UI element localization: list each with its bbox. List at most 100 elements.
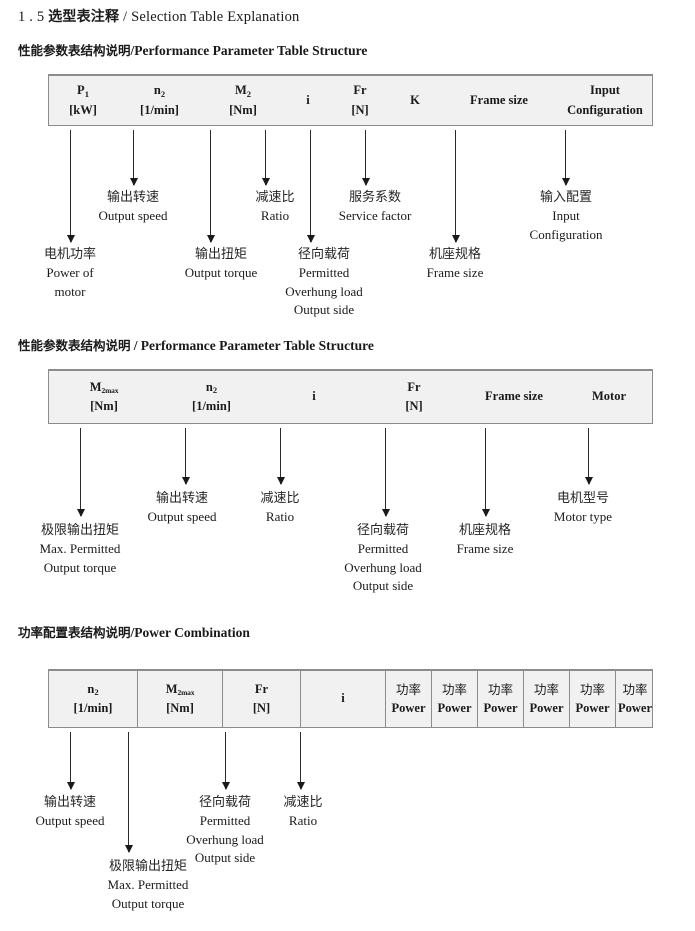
label-power-of-motor: 电机功率 Power of motor — [44, 246, 96, 301]
label-ratio-chinese: 减速比 — [255, 190, 295, 205]
table1-col-n2-symbol: n2 — [153, 83, 166, 99]
table3-col-n2: n2 [1/min] — [49, 671, 137, 727]
label-overhung-load-chinese: 径向载荷 — [297, 247, 350, 262]
arrow-output-speed — [133, 130, 134, 185]
label-power-of-motor-english-2: motor — [54, 283, 86, 299]
label-ratio-english: Ratio — [260, 208, 290, 224]
section-3-heading-english: Power Combination — [134, 625, 250, 640]
label-max-permitted-output-torque-english-1: Max. Permitted — [39, 541, 121, 557]
table1-col-n2: n2 [1/min] — [117, 76, 202, 125]
table2-col-n2-unit: [1/min] — [192, 399, 231, 413]
table3-col-power-2: 功率 Power — [431, 671, 477, 727]
arrow-output-speed-2 — [185, 428, 186, 484]
arrow-frame-size-2 — [485, 428, 486, 516]
table3-col-power-3: 功率 Power — [477, 671, 523, 727]
label-overhung-load-3: 径向载荷 Permitted Overhung load Output side — [186, 794, 264, 868]
label-ratio: 减速比 Ratio — [255, 189, 294, 226]
page-title: 1 . 5 选型表注释 / Selection Table Explanatio… — [18, 6, 300, 26]
label-frame-size-chinese: 机座规格 — [428, 247, 482, 262]
label-power-of-motor-chinese: 电机功率 — [43, 247, 97, 262]
label-overhung-load-3-english-2: Overhung load — [186, 831, 264, 847]
table3-col-power-6-chinese: 功率 — [622, 681, 648, 697]
section-3-heading: 功率配置表结构说明/Power Combination — [18, 622, 250, 641]
table3-col-power-2-chinese: 功率 — [441, 681, 467, 697]
table3-col-power-3-english: Power — [483, 701, 518, 715]
table1-col-m2-symbol: M2 — [234, 83, 252, 99]
label-frame-size-2: 机座规格 Frame size — [457, 522, 514, 559]
table1-col-p1-unit: [kW] — [69, 102, 97, 117]
section-1-heading-chinese: 性能参数表结构说明 — [18, 43, 131, 58]
table3-col-power-5-chinese: 功率 — [579, 681, 605, 697]
table2-col-i-symbol: i — [312, 389, 316, 404]
table2-col-motor: Motor — [564, 371, 654, 423]
table1-col-m2: M2 [Nm] — [202, 76, 284, 125]
table3-col-n2-subscript: 2 — [94, 687, 99, 698]
label-max-permitted-output-torque-3-chinese: 极限输出扭矩 — [108, 859, 188, 874]
label-max-permitted-output-torque-english-2: Output torque — [43, 559, 117, 575]
arrow-ratio — [265, 130, 266, 185]
label-overhung-load-2-english-2: Overhung load — [344, 559, 422, 575]
label-motor-type: 电机型号 Motor type — [554, 490, 612, 527]
table1-col-k: K — [388, 76, 442, 125]
table2-col-fr-unit: [N] — [405, 399, 423, 413]
table1-col-frame-size: Frame size — [442, 76, 556, 125]
label-max-permitted-output-torque-chinese: 极限输出扭矩 — [40, 523, 120, 538]
label-output-speed-2-chinese: 输出转速 — [155, 491, 208, 506]
performance-parameter-table-1: P1 [kW] n2 [1/min] M2 [Nm] i Fr [N] K Fr… — [48, 74, 653, 126]
table1-col-input-configuration-symbol: Input — [590, 83, 620, 98]
label-output-speed-english: Output speed — [98, 208, 168, 224]
table3-col-power-4: 功率 Power — [523, 671, 569, 727]
table1-col-input-configuration: Input Configuration — [556, 76, 654, 125]
label-overhung-load-3-english-3: Output side — [194, 850, 256, 866]
label-motor-type-chinese: 电机型号 — [556, 491, 610, 506]
table1-col-frame-size-symbol: Frame size — [470, 92, 528, 107]
arrow-max-permitted-output-torque-3 — [128, 732, 129, 852]
label-ratio-3-chinese: 减速比 — [283, 795, 323, 810]
table3-col-i: i — [300, 671, 385, 727]
power-combination-table: n2 [1/min] M2max [Nm] Fr [N] i 功率 Power … — [48, 669, 653, 728]
table2-col-m2max-unit: [Nm] — [90, 399, 118, 413]
table3-col-power-6: 功率 Power — [615, 671, 654, 727]
table1-col-m2-subscript: 2 — [246, 88, 252, 99]
table1-col-p1-symbol: P1 — [77, 83, 89, 99]
table2-col-frame-size-symbol: Frame size — [485, 389, 543, 404]
section-1-heading: 性能参数表结构说明/Performance Parameter Table St… — [18, 40, 367, 59]
table3-col-power-5: 功率 Power — [569, 671, 615, 727]
label-overhung-load-english-1: Permitted — [298, 265, 350, 281]
table2-col-m2max: M2max [Nm] — [49, 371, 159, 423]
label-frame-size-english: Frame size — [426, 265, 484, 281]
arrow-output-torque — [210, 130, 211, 242]
label-ratio-2-chinese: 减速比 — [260, 491, 300, 506]
label-service-factor-chinese: 服务系数 — [348, 190, 402, 205]
label-max-permitted-output-torque-3: 极限输出扭矩 Max. Permitted Output torque — [108, 858, 189, 913]
table3-col-m2max-subscript: 2max — [177, 688, 195, 698]
label-output-torque-english: Output torque — [184, 265, 258, 281]
table2-col-frame-size: Frame size — [464, 371, 564, 423]
page-title-separator: / — [123, 9, 128, 25]
label-service-factor-english: Service factor — [338, 208, 412, 224]
section-3-heading-separator: / — [130, 625, 135, 640]
table3-col-m2max-unit: [Nm] — [166, 701, 194, 715]
table3-col-power-4-english: Power — [529, 701, 564, 715]
table2-col-fr: Fr [N] — [364, 371, 464, 423]
label-output-speed-2-english: Output speed — [147, 509, 217, 525]
label-output-speed-3-chinese: 输出转速 — [43, 795, 96, 810]
table2-col-n2-subscript: 2 — [212, 385, 218, 396]
table1-col-input-configuration-unit: Configuration — [567, 102, 643, 117]
label-overhung-load-2-chinese: 径向载荷 — [356, 523, 409, 538]
arrow-max-permitted-output-torque — [80, 428, 81, 516]
table3-col-power-5-english: Power — [575, 701, 610, 715]
table3-col-m2max: M2max [Nm] — [137, 671, 222, 727]
section-2-heading-separator: / — [133, 338, 138, 353]
label-output-speed-2: 输出转速 Output speed — [148, 490, 217, 527]
section-2-heading-english: Performance Parameter Table Structure — [140, 338, 374, 353]
table3-col-fr: Fr [N] — [222, 671, 300, 727]
label-output-speed-3: 输出转速 Output speed — [36, 794, 105, 831]
label-frame-size-2-chinese: 机座规格 — [458, 523, 512, 538]
table1-col-k-symbol: K — [410, 92, 420, 107]
arrow-service-factor — [365, 130, 366, 185]
label-max-permitted-output-torque: 极限输出扭矩 Max. Permitted Output torque — [40, 522, 121, 577]
label-power-of-motor-english-1: Power of — [46, 265, 94, 281]
label-overhung-load-2: 径向载荷 Permitted Overhung load Output side — [344, 522, 422, 596]
arrow-output-speed-3 — [70, 732, 71, 789]
